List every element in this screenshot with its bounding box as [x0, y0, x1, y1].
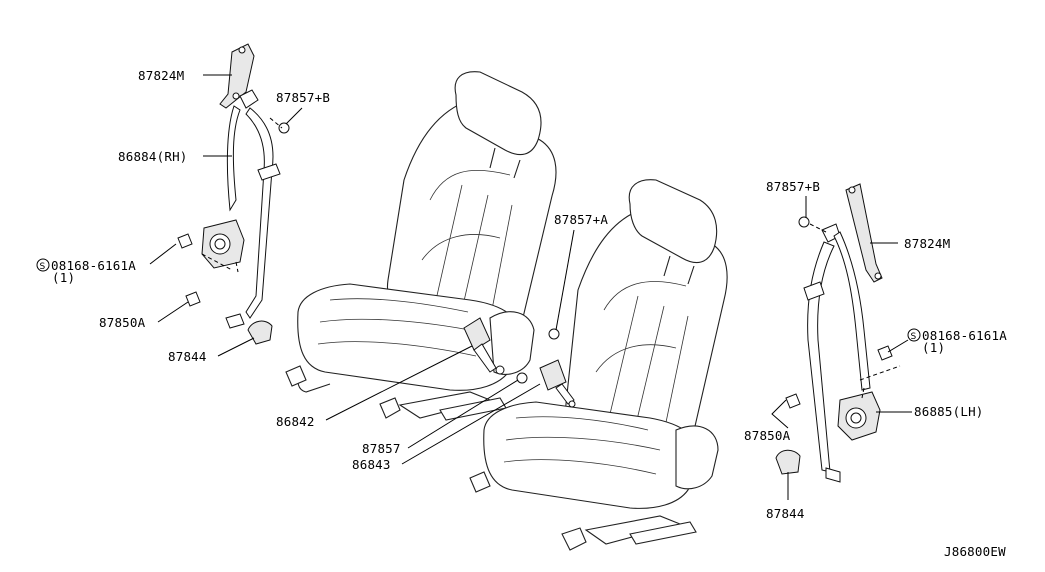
label-87857: 87857 — [362, 441, 401, 456]
diagram-code: J86800EW — [944, 544, 1006, 559]
label-86842: 86842 — [276, 414, 315, 429]
label-86885-lh: 86885(LH) — [914, 404, 984, 419]
seat-belt-assembly-lh — [775, 183, 901, 483]
label-87844-rh: 87844 — [168, 349, 207, 364]
label-87844-lh: 87844 — [766, 506, 805, 521]
screw-symbol-letter: S — [911, 332, 917, 342]
label-08168-rh-qty: (1) — [52, 270, 75, 285]
seat-belt-assembly-rh — [177, 43, 290, 345]
label-87850a-rh: 87850A — [99, 315, 146, 330]
buckle-86843 — [516, 328, 576, 408]
label-87857a: 87857+A — [554, 212, 608, 227]
screw-symbol-icon — [36, 258, 50, 272]
screw-symbol-letter: S — [40, 262, 46, 272]
label-86884-rh: 86884(RH) — [118, 149, 188, 164]
buckle-86842 — [463, 317, 505, 375]
label-87857b-rh: 87857+B — [276, 90, 330, 105]
label-87824m-lh: 87824M — [904, 236, 950, 251]
front-seat-lh — [469, 179, 728, 551]
label-87850a-lh: 87850A — [744, 428, 791, 443]
label-08168-lh-qty: (1) — [922, 340, 945, 355]
label-87824m-rh: 87824M — [138, 68, 184, 83]
screw-symbol-icon — [907, 328, 921, 342]
front-seat-rh — [285, 71, 557, 421]
label-08168-rh: 08168-6161A — [51, 258, 136, 273]
part-labels: 87824M 87857+B 86884(RH) S 08168-6161A (… — [36, 68, 1007, 559]
label-08168-lh: 08168-6161A — [922, 328, 1007, 343]
label-87857b-lh: 87857+B — [766, 179, 820, 194]
leader-lines — [149, 74, 912, 500]
label-86843: 86843 — [352, 457, 391, 472]
